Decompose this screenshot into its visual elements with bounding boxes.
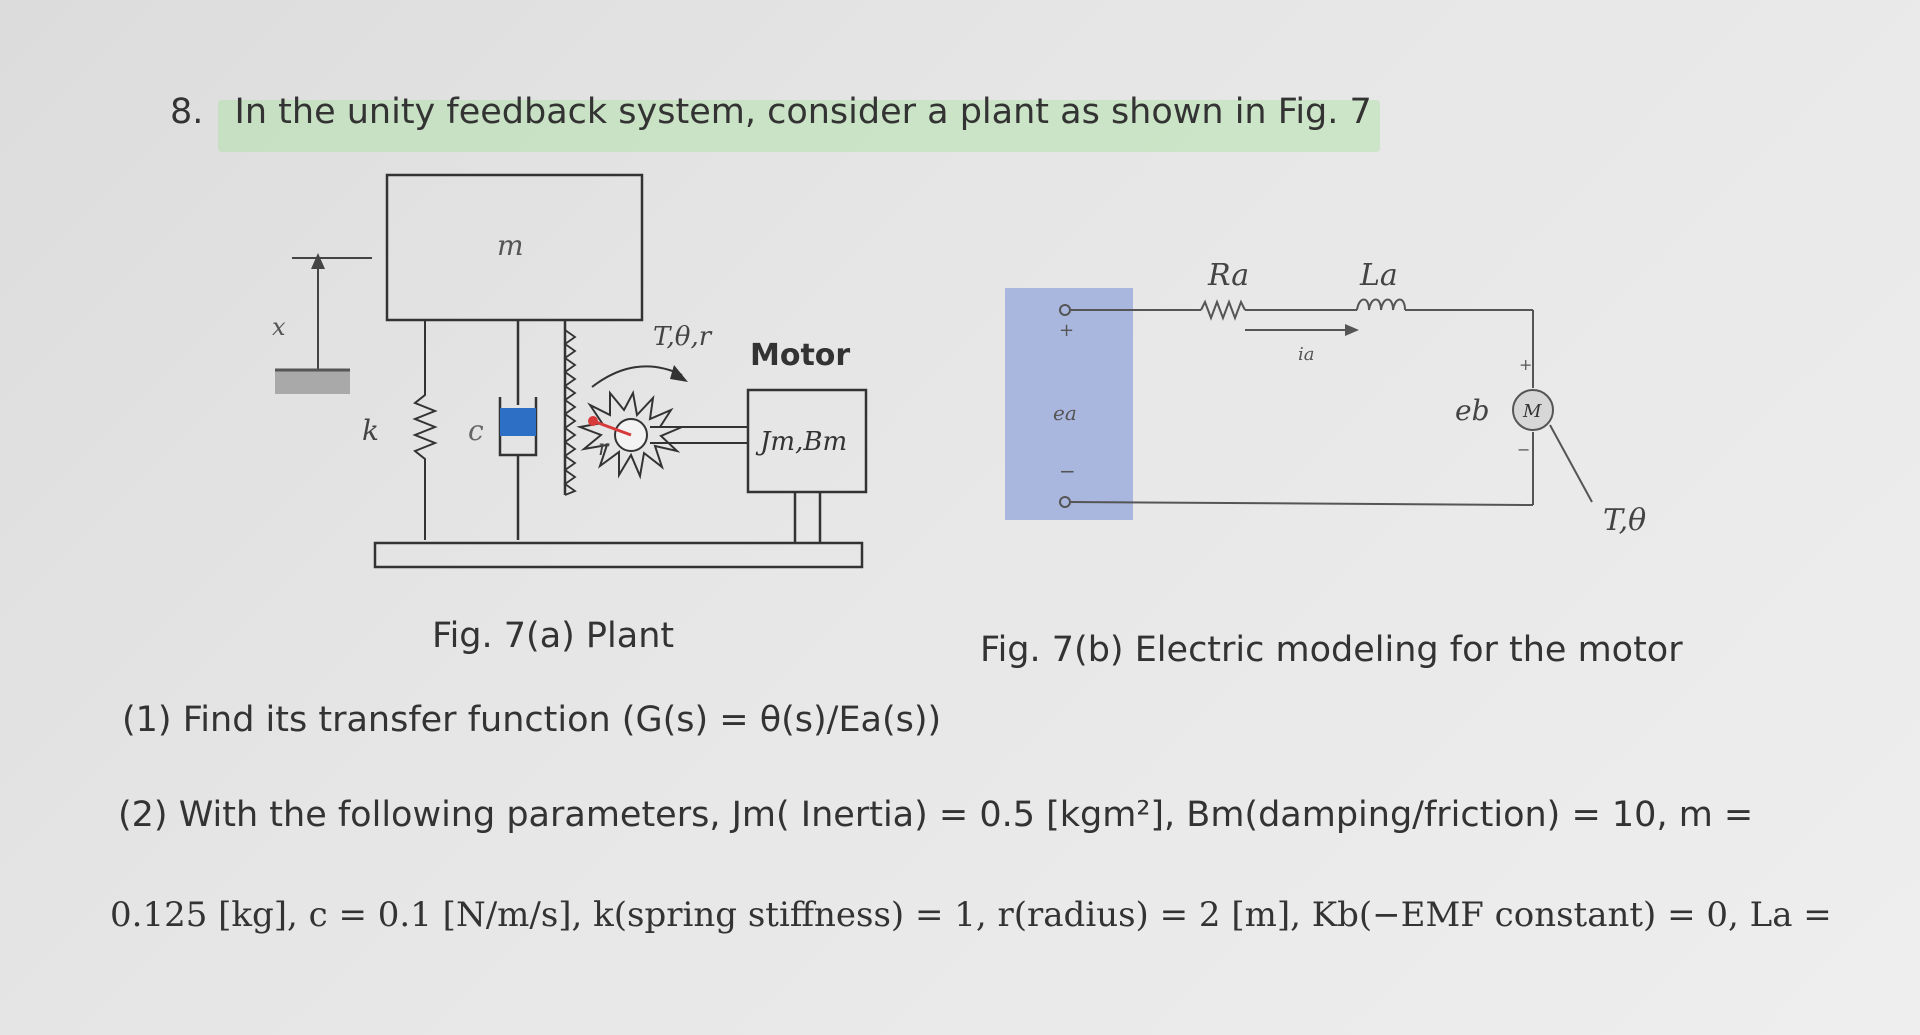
motor-label: Motor: [750, 338, 850, 373]
spring-label: k: [362, 414, 379, 447]
gear-contact-dot: [588, 416, 598, 426]
ia-label: ia: [1298, 344, 1315, 365]
part-1-text: (1) Find its transfer function (G(s) = θ…: [122, 700, 942, 740]
figure-b-circuit: + ea − Ra La ia + M eb − T,θ: [1005, 258, 1646, 538]
eb-minus-sign: −: [1517, 440, 1530, 459]
mass-block: [385, 173, 644, 322]
resistor-ra: [1200, 299, 1246, 321]
current-arrow-head: [1345, 324, 1359, 336]
ra-label: Ra: [1207, 258, 1249, 293]
figure-b-caption: Fig. 7(b) Electric modeling for the moto…: [980, 630, 1683, 670]
part-2-text: (2) With the following parameters, Jm( I…: [118, 795, 1754, 835]
motor-symbol-label: M: [1522, 401, 1542, 422]
x-label: x: [272, 313, 286, 341]
la-label: La: [1359, 258, 1398, 293]
rack-teeth: [563, 329, 577, 496]
question-number: 8.: [170, 92, 204, 132]
part-2-parameters: 0.125 [kg], c = 0.1 [N/m/s], k(spring st…: [110, 895, 1832, 935]
eb-plus-sign: +: [1519, 355, 1532, 374]
radius-label: r: [598, 436, 610, 461]
gear: [576, 389, 683, 480]
x-ground: [275, 370, 350, 394]
question-title: 8. In the unity feedback system, conside…: [170, 92, 1372, 132]
torque-arrow-head: [670, 365, 688, 382]
question-text: In the unity feedback system, consider a…: [234, 92, 1372, 132]
spring-k: [412, 320, 438, 540]
terminal-minus-sign: −: [1059, 459, 1076, 483]
mass-label: m: [497, 229, 524, 262]
eb-label: eb: [1455, 394, 1490, 427]
torque-label: T,θ,r: [653, 322, 713, 352]
figure-a-caption: Fig. 7(a) Plant: [432, 616, 675, 656]
wire-bottom: [1069, 501, 1534, 506]
base-plate: [373, 541, 864, 569]
damper-label: c: [468, 414, 484, 447]
inductor-la: [1356, 298, 1406, 311]
source-panel: [1005, 288, 1133, 520]
motor-params: Jm,Bm: [755, 427, 847, 457]
output-shaft-line: [1549, 424, 1593, 503]
terminal-plus-sign: +: [1059, 320, 1074, 341]
x-arrow-head: [311, 253, 325, 269]
motor-box: [746, 388, 868, 494]
output-label: T,θ: [1603, 503, 1646, 538]
title-highlight: [218, 100, 1380, 152]
figure-a-plant: x m k c r T,θ,r Motor Jm,Bm: [272, 173, 868, 569]
damper-piston: [500, 408, 536, 436]
gear-radius-line: [592, 419, 632, 437]
motor-symbol: [1512, 389, 1554, 431]
ea-label: ea: [1053, 401, 1077, 425]
torque-arrow: [591, 365, 683, 388]
